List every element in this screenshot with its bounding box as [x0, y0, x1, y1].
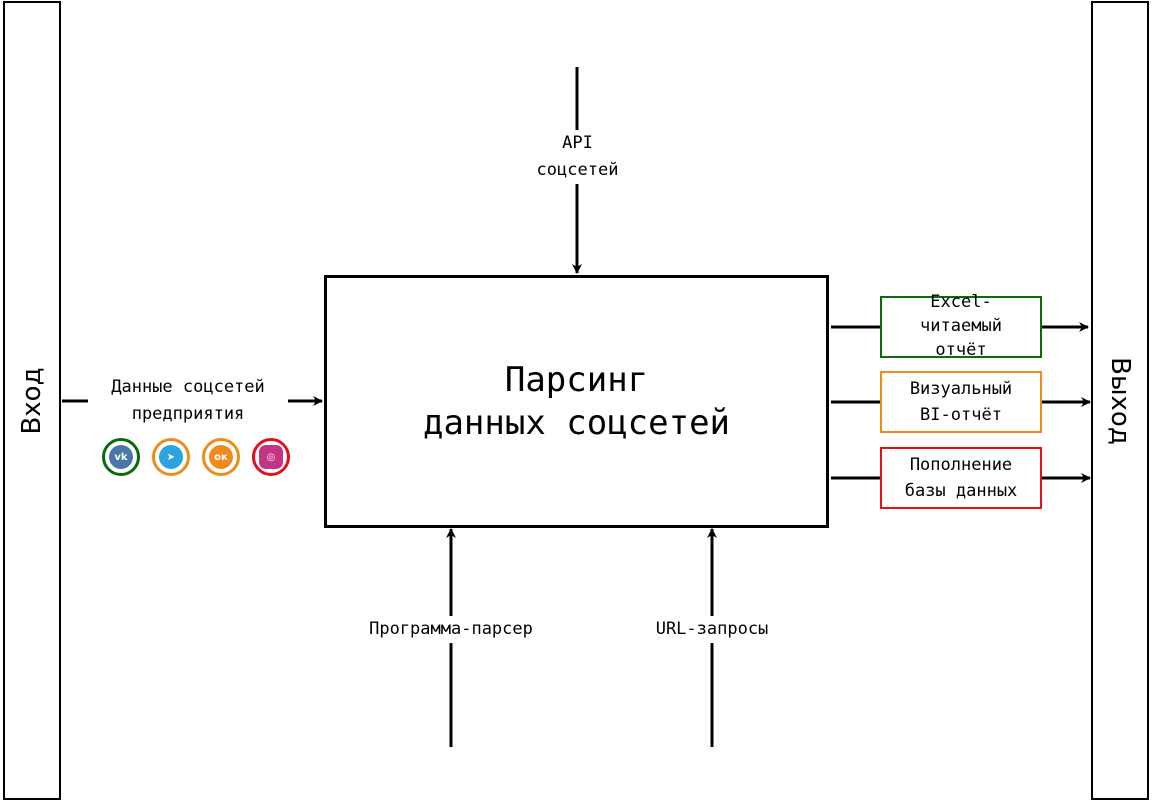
output-bar: Выход — [1091, 1, 1149, 800]
telegram-icon: ➤ — [152, 438, 190, 476]
instagram-icon: ◎ — [252, 438, 290, 476]
input-label-data: Данные соцсетей предприятия — [88, 374, 288, 429]
input-bar: Вход — [3, 1, 61, 800]
input-bar-label: Вход — [17, 366, 47, 435]
process-box: Парсинг данных соцсетей — [324, 275, 829, 528]
mechanism-label-url: URL-запросы — [638, 616, 786, 644]
mechanism-label-parser: Программа-парсер — [345, 616, 557, 644]
output-bar-label: Выход — [1105, 356, 1135, 445]
output-box-bi: Визуальный BI-отчёт — [880, 371, 1042, 433]
odnoklassniki-icon: ок — [202, 438, 240, 476]
process-title: Парсинг данных соцсетей — [422, 360, 731, 443]
output-box-excel: Excel- читаемый отчёт — [880, 292, 1042, 360]
control-label-api: API соцсетей — [520, 130, 635, 185]
vk-icon: vk — [102, 438, 140, 476]
output-box-database: Пополнение базы данных — [880, 447, 1042, 509]
